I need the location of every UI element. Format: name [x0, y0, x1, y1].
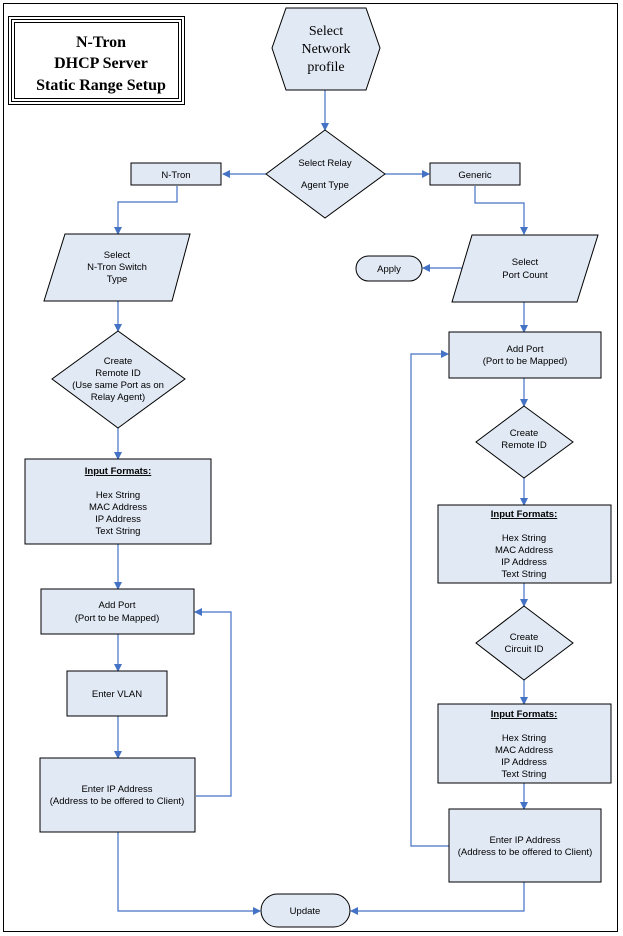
node-text: (Port to be Mapped): [75, 613, 160, 624]
create-remote-id-right-decision: Create Remote ID: [475, 405, 574, 479]
title-block: N-Tron DHCP Server Static Range Setup: [8, 16, 185, 105]
add-port-left-box: Add Port (Port to be Mapped): [40, 588, 195, 635]
node-text: Type: [107, 274, 128, 285]
node-text: Select Relay: [298, 158, 352, 169]
title-line-1: N-Tron: [76, 34, 126, 51]
add-port-right-box: Add Port (Port to be Mapped): [448, 331, 602, 379]
select-port-count-node: Select Port Count: [451, 234, 599, 303]
input-format-item: Hex String: [96, 490, 140, 501]
input-format-item: MAC Address: [495, 745, 553, 756]
input-formats-left-box: Input Formats: Hex String MAC Address IP…: [24, 458, 212, 545]
node-text: Relay Agent): [91, 392, 145, 403]
node-text: Enter IP Address: [81, 784, 152, 795]
node-text: Circuit ID: [504, 644, 543, 655]
input-format-item: Text String: [502, 769, 547, 780]
generic-branch-box: Generic: [429, 162, 521, 186]
node-text: Remote ID: [501, 440, 547, 451]
apply-node: Apply: [355, 255, 423, 282]
node-text: (Use same Port as on: [72, 380, 164, 391]
node-text: Select: [104, 250, 131, 261]
input-format-item: IP Address: [501, 557, 547, 568]
node-text: profile: [307, 60, 344, 75]
node-text: Create: [510, 428, 539, 439]
input-format-item: Hex String: [502, 733, 546, 744]
input-format-item: IP Address: [95, 514, 141, 525]
title-line-3: Static Range Setup: [36, 77, 166, 94]
node-text: Enter VLAN: [92, 689, 142, 700]
node-text: Agent Type: [301, 180, 349, 191]
node-text: Enter IP Address: [489, 835, 560, 846]
select-ntron-switch-type-node: Select N-Tron Switch Type: [43, 233, 191, 302]
input-formats-heading: Input Formats:: [85, 466, 152, 477]
node-text: Add Port: [99, 600, 136, 611]
enter-vlan-box: Enter VLAN: [66, 670, 168, 717]
select-network-profile-node: Select Network profile: [271, 7, 381, 91]
input-format-item: Text String: [96, 526, 141, 537]
ntron-branch-box: N-Tron: [130, 162, 222, 186]
input-format-item: IP Address: [501, 757, 547, 768]
node-text: Add Port: [507, 344, 544, 355]
node-text: Network: [302, 42, 351, 57]
node-text: (Address to be offered to Client): [458, 847, 592, 858]
input-formats-right-1-box: Input Formats: Hex String MAC Address IP…: [437, 504, 612, 584]
input-format-item: Text String: [502, 569, 547, 580]
create-remote-id-left-decision: Create Remote ID (Use same Port as on Re…: [51, 330, 186, 429]
enter-ip-left-box: Enter IP Address (Address to be offered …: [39, 757, 196, 833]
input-format-item: Hex String: [502, 533, 546, 544]
node-text: N-Tron: [161, 170, 190, 181]
enter-ip-right-box: Enter IP Address (Address to be offered …: [448, 808, 602, 883]
node-text: (Port to be Mapped): [483, 356, 568, 367]
input-formats-right-2-box: Input Formats: Hex String MAC Address IP…: [437, 703, 612, 784]
node-text: Create: [104, 356, 133, 367]
node-text: (Address to be offered to Client): [50, 796, 184, 807]
node-text: Create: [510, 632, 539, 643]
title-line-2: DHCP Server: [54, 55, 148, 72]
node-text: N-Tron Switch: [87, 262, 147, 273]
node-text: Select: [512, 257, 539, 268]
input-format-item: MAC Address: [495, 545, 553, 556]
input-formats-heading: Input Formats:: [491, 709, 558, 720]
input-format-item: MAC Address: [89, 502, 147, 513]
input-formats-heading: Input Formats:: [491, 509, 558, 520]
node-text: Update: [290, 906, 321, 917]
node-text: Remote ID: [95, 368, 141, 379]
node-text: Select: [309, 24, 343, 39]
page-border: [3, 3, 618, 932]
node-text: Port Count: [502, 270, 548, 281]
select-relay-agent-type-decision: Select Relay Agent Type: [265, 129, 386, 219]
node-text: Apply: [377, 264, 401, 275]
create-circuit-id-decision: Create Circuit ID: [475, 605, 574, 681]
update-node: Update: [260, 893, 351, 928]
node-text: Generic: [458, 170, 492, 181]
